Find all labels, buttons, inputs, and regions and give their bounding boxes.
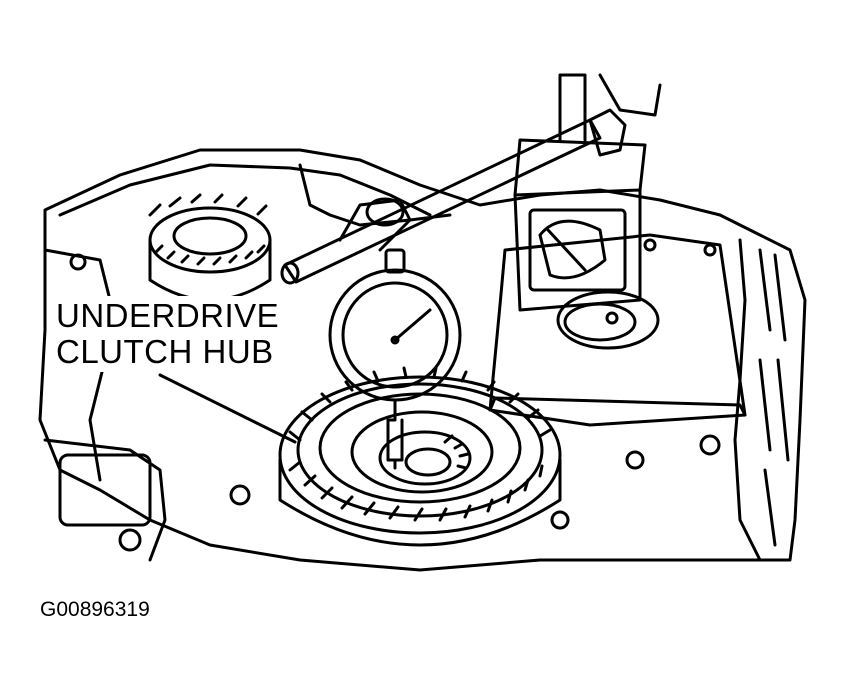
bolt-boss (699, 434, 721, 456)
housing-inner-edge (58, 163, 432, 217)
magnetic-base (513, 73, 662, 312)
lower-left-pad (58, 453, 152, 527)
housing-right-wall (733, 238, 762, 562)
bolt-boss (229, 484, 251, 506)
bolt-boss (69, 253, 87, 271)
housing-flange (298, 163, 452, 227)
bolt-boss (550, 510, 570, 530)
figure-id: G00896319 (40, 598, 150, 621)
callout-line-2: CLUTCH HUB (56, 333, 274, 370)
housing-right-ribs (758, 248, 790, 547)
upper-gear (148, 193, 272, 302)
bolt-boss (625, 450, 645, 470)
bolt-boss (118, 528, 142, 552)
callout-line-1: UNDERDRIVE (56, 297, 280, 334)
support-plate (488, 233, 747, 427)
underdrive-clutch-hub-label: UNDERDRIVE CLUTCH HUB (54, 296, 286, 372)
housing-lower-left (43, 438, 167, 562)
dial-indicator (328, 248, 462, 470)
callout-leader-line (158, 373, 297, 444)
indicator-mount-bar (280, 108, 627, 285)
housing-outline (38, 148, 807, 572)
